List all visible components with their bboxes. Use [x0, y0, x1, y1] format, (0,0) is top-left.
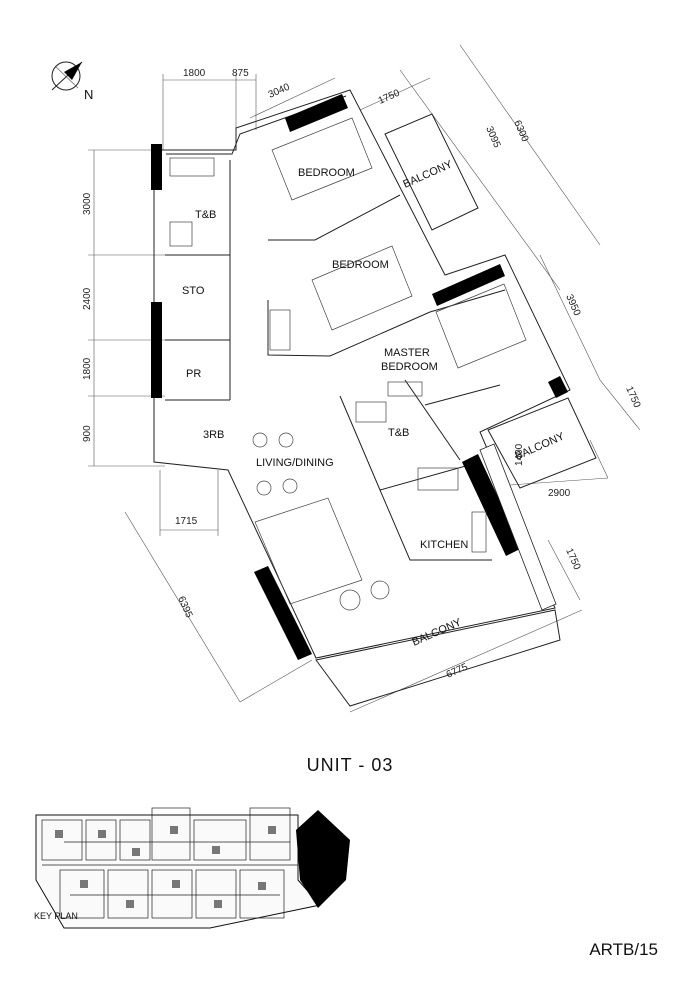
room-label-master-line2: BEDROOM: [381, 361, 438, 373]
key-plan: [35, 807, 350, 929]
dim-top-1750: 1750: [377, 87, 402, 106]
bottom-dimension-lines: [124, 470, 583, 713]
sheet-code: ARTB/15: [589, 940, 658, 959]
dim-bottom-1715: 1715: [175, 516, 198, 527]
room-label-master-line1: MASTER: [384, 347, 430, 359]
structural-columns: [151, 94, 568, 660]
unit-title: UNIT - 03: [306, 755, 394, 775]
key-plan-label: KEY PLAN: [34, 911, 78, 921]
dim-right-3950: 3950: [563, 293, 582, 318]
dim-left-2400: 2400: [82, 287, 93, 310]
room-label-tb-1: T&B: [195, 209, 216, 221]
unit-walls: [153, 89, 571, 659]
room-label-bedroom-2: BEDROOM: [332, 259, 389, 271]
dim-right-6300: 6300: [511, 119, 530, 144]
dim-right-1400: 1400: [514, 443, 525, 466]
furniture: [169, 117, 527, 611]
dim-right-1750a: 1750: [623, 385, 642, 410]
room-label-kitchen: KITCHEN: [420, 539, 468, 551]
room-label-3rb: 3RB: [203, 429, 224, 441]
left-dimension-lines: [88, 149, 165, 467]
room-label-pr: PR: [186, 368, 201, 380]
dim-right-2900: 2900: [548, 488, 571, 499]
room-label-balcony-bottom: BALCONY: [410, 616, 464, 649]
key-plan-highlight: [296, 810, 350, 908]
dim-bottom-6395: 6395: [175, 595, 194, 620]
room-label-sto: STO: [182, 285, 205, 297]
room-label-balcony-top: BALCONY: [401, 158, 455, 191]
dim-left-1800: 1800: [82, 357, 93, 380]
top-dimension-lines: [162, 44, 601, 291]
dim-top-3040: 3040: [267, 81, 292, 100]
north-arrow-icon: [51, 61, 83, 91]
dim-left-3000: 3000: [82, 192, 93, 215]
dim-right-3095: 3095: [483, 125, 502, 150]
dim-left-900: 900: [82, 425, 93, 442]
room-label-bedroom-1: BEDROOM: [298, 167, 355, 179]
dim-right-1750b: 1750: [563, 547, 582, 572]
dim-top-875: 875: [232, 68, 249, 79]
room-label-tb-2: T&B: [388, 427, 409, 439]
room-label-living-dining: LIVING/DINING: [256, 457, 334, 469]
right-dimension-lines: [509, 254, 641, 601]
balconies: [315, 113, 597, 707]
dim-top-1800: 1800: [183, 68, 206, 79]
north-label: N: [84, 87, 93, 102]
dim-bottom-6775: 6775: [445, 661, 470, 680]
